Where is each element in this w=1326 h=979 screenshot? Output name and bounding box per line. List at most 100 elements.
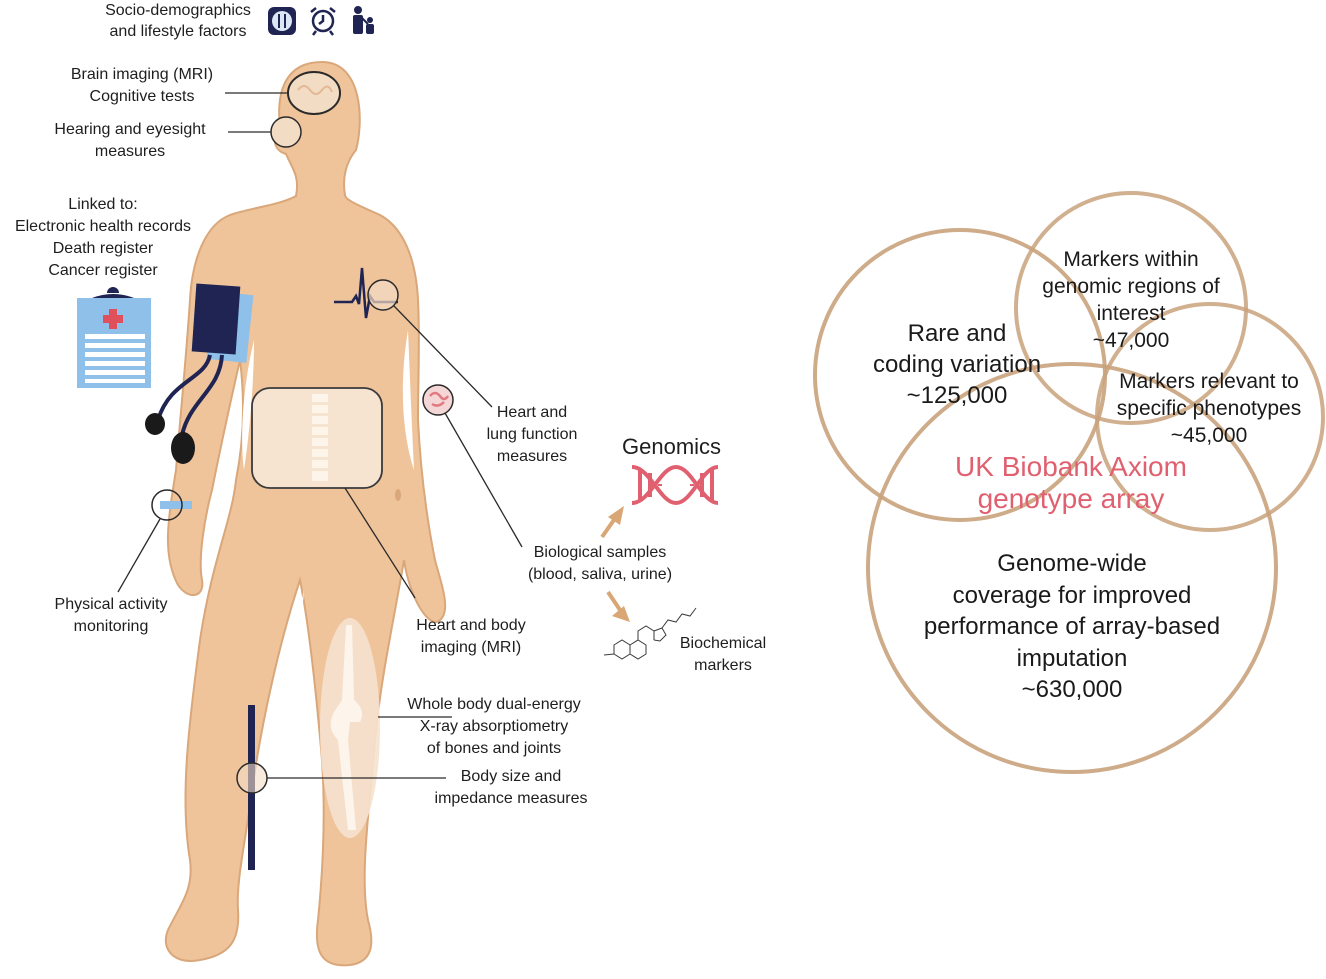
body-size-circle	[236, 762, 268, 794]
physical-activity-label: Physical activity monitoring	[40, 594, 182, 638]
genomics-label: Genomics	[622, 434, 722, 459]
venn-set-count: ~47,000	[1092, 329, 1170, 352]
heart-lung-label-line: lung function	[486, 426, 578, 443]
arrows	[600, 506, 630, 622]
venn-set-count: ~45,000	[1170, 424, 1248, 447]
venn-set-text: Markers relevant to	[1119, 370, 1299, 393]
navel	[395, 489, 401, 501]
dexa-label-line: of bones and joints	[426, 740, 562, 757]
linked-label-line: Electronic health records	[14, 218, 192, 235]
plate-cutlery-icon	[268, 7, 296, 35]
brain-label: Brain imaging (MRI) Cognitive tests	[52, 64, 232, 108]
brain-folds	[297, 85, 333, 95]
knee-xray-region	[320, 618, 380, 838]
linked-label-line: Cancer register	[48, 262, 158, 279]
clipboard-lines	[85, 334, 145, 383]
physical-label-line: Physical activity	[54, 596, 168, 613]
arrow-to-genomics-icon	[600, 506, 624, 539]
venn-set-text: Genome-wide	[997, 550, 1147, 577]
venn-set-text: coverage for improved	[952, 581, 1192, 609]
torso-leader-line	[344, 487, 416, 599]
venn-set-text: Rare and	[907, 320, 1007, 347]
venn-circle-genome-wide	[866, 362, 1278, 774]
venn-circle-phenotypes	[1095, 302, 1325, 532]
body-size-label-line: impedance measures	[434, 790, 588, 807]
parent-child-icon	[353, 6, 374, 34]
human-body-figure	[164, 60, 447, 967]
bio-samples-label-line: (blood, saliva, urine)	[527, 566, 673, 583]
dexa-label-line: X-ray absorptiometry	[419, 718, 569, 735]
heart-lung-leader-line	[393, 305, 493, 408]
linked-label-line: Death register	[52, 240, 154, 257]
hearing-label-line: Hearing and eyesight	[54, 121, 206, 138]
venn-set-regions: Markers within genomic regions of intere…	[1026, 246, 1236, 354]
blood-cells	[429, 391, 450, 407]
medical-cross-icon	[103, 309, 123, 329]
venn-set-text: specific phenotypes	[1116, 397, 1302, 420]
bio-samples-leader-line	[444, 412, 523, 548]
venn-set-text: coding variation	[872, 351, 1042, 378]
legs-gap	[293, 590, 304, 760]
lifestyle-label-line: and lifestyle factors	[109, 23, 247, 40]
right-arm-gap	[242, 340, 254, 470]
blood-sample	[422, 384, 523, 548]
spine-icon	[312, 394, 328, 481]
venn-title: UK Biobank Axiom genotype array	[920, 451, 1222, 515]
blood-cells-icon	[422, 384, 454, 416]
alarm-clock-icon	[310, 7, 336, 36]
dna-icon	[631, 464, 719, 506]
ecg-trace	[334, 267, 493, 408]
heart-body-label: Heart and body imaging (MRI)	[404, 615, 538, 659]
activity-monitor	[117, 489, 192, 593]
venn-set-text: genomic regions of	[1042, 275, 1220, 298]
body-size-label-line: Body size and	[460, 768, 562, 785]
torso-mri	[251, 387, 416, 599]
measuring-tape	[236, 705, 446, 870]
heart-body-label-line: imaging (MRI)	[420, 639, 522, 656]
venn-set-text: performance of array-based	[923, 613, 1221, 640]
venn-set-count: ~630,000	[1021, 676, 1123, 703]
physical-label-line: monitoring	[73, 618, 149, 635]
venn-set-text: Markers within	[1063, 248, 1199, 271]
steroid-molecule-icon	[603, 607, 697, 660]
venn-set-text: imputation	[1016, 644, 1128, 672]
venn-title-line: UK Biobank Axiom	[955, 451, 1187, 482]
hearing-label-line: measures	[94, 143, 166, 160]
brain-measure	[225, 71, 341, 115]
venn-set-rare: Rare and coding variation ~125,000	[857, 318, 1057, 411]
biochem-label-line: markers	[694, 657, 752, 674]
heart-lung-label: Heart and lung function measures	[472, 402, 592, 468]
left-arm-gap	[402, 330, 414, 470]
brain-label-line: Brain imaging (MRI)	[70, 66, 214, 83]
linked-label-line: Linked to:	[68, 196, 138, 213]
wristband-icon	[160, 501, 192, 509]
linked-records-label: Linked to: Electronic health records Dea…	[0, 194, 206, 282]
venn-set-phenotypes: Markers relevant to specific phenotypes …	[1100, 368, 1318, 449]
bone-icon	[330, 625, 362, 830]
hearing-label: Hearing and eyesight measures	[40, 119, 220, 163]
brain-label-line: Cognitive tests	[89, 88, 195, 105]
wrist-circle	[151, 489, 183, 521]
lifestyle-label-line: Socio-demographics	[105, 2, 251, 19]
dexa-label-line: Whole body dual-energy	[407, 696, 581, 713]
venn-set-genome-wide: Genome-wide coverage for improved perfor…	[892, 548, 1252, 706]
lifestyle-label: Socio-demographics and lifestyle factors	[88, 0, 268, 42]
heart-body-label-line: Heart and body	[416, 617, 526, 634]
lifestyle-icons	[268, 6, 374, 36]
pressure-bulb-icon	[171, 432, 195, 464]
heart-lung-label-line: measures	[496, 448, 568, 465]
hearing-measure	[228, 116, 302, 148]
bio-samples-label-line: Biological samples	[533, 544, 667, 561]
biochemical-markers-label: Biochemical markers	[668, 633, 778, 677]
biochem-label-line: Biochemical	[679, 635, 767, 652]
venn-set-text: interest	[1096, 302, 1166, 325]
clipboard-clip	[92, 287, 134, 298]
blood-pressure-cuff	[145, 283, 254, 464]
physical-leader-line	[117, 518, 161, 593]
venn-diagram	[813, 191, 1325, 774]
biological-samples-label: Biological samples (blood, saliva, urine…	[514, 542, 686, 586]
body-silhouette	[164, 60, 447, 967]
venn-set-count: ~125,000	[906, 382, 1008, 409]
arrow-to-biochem-icon	[606, 590, 630, 622]
